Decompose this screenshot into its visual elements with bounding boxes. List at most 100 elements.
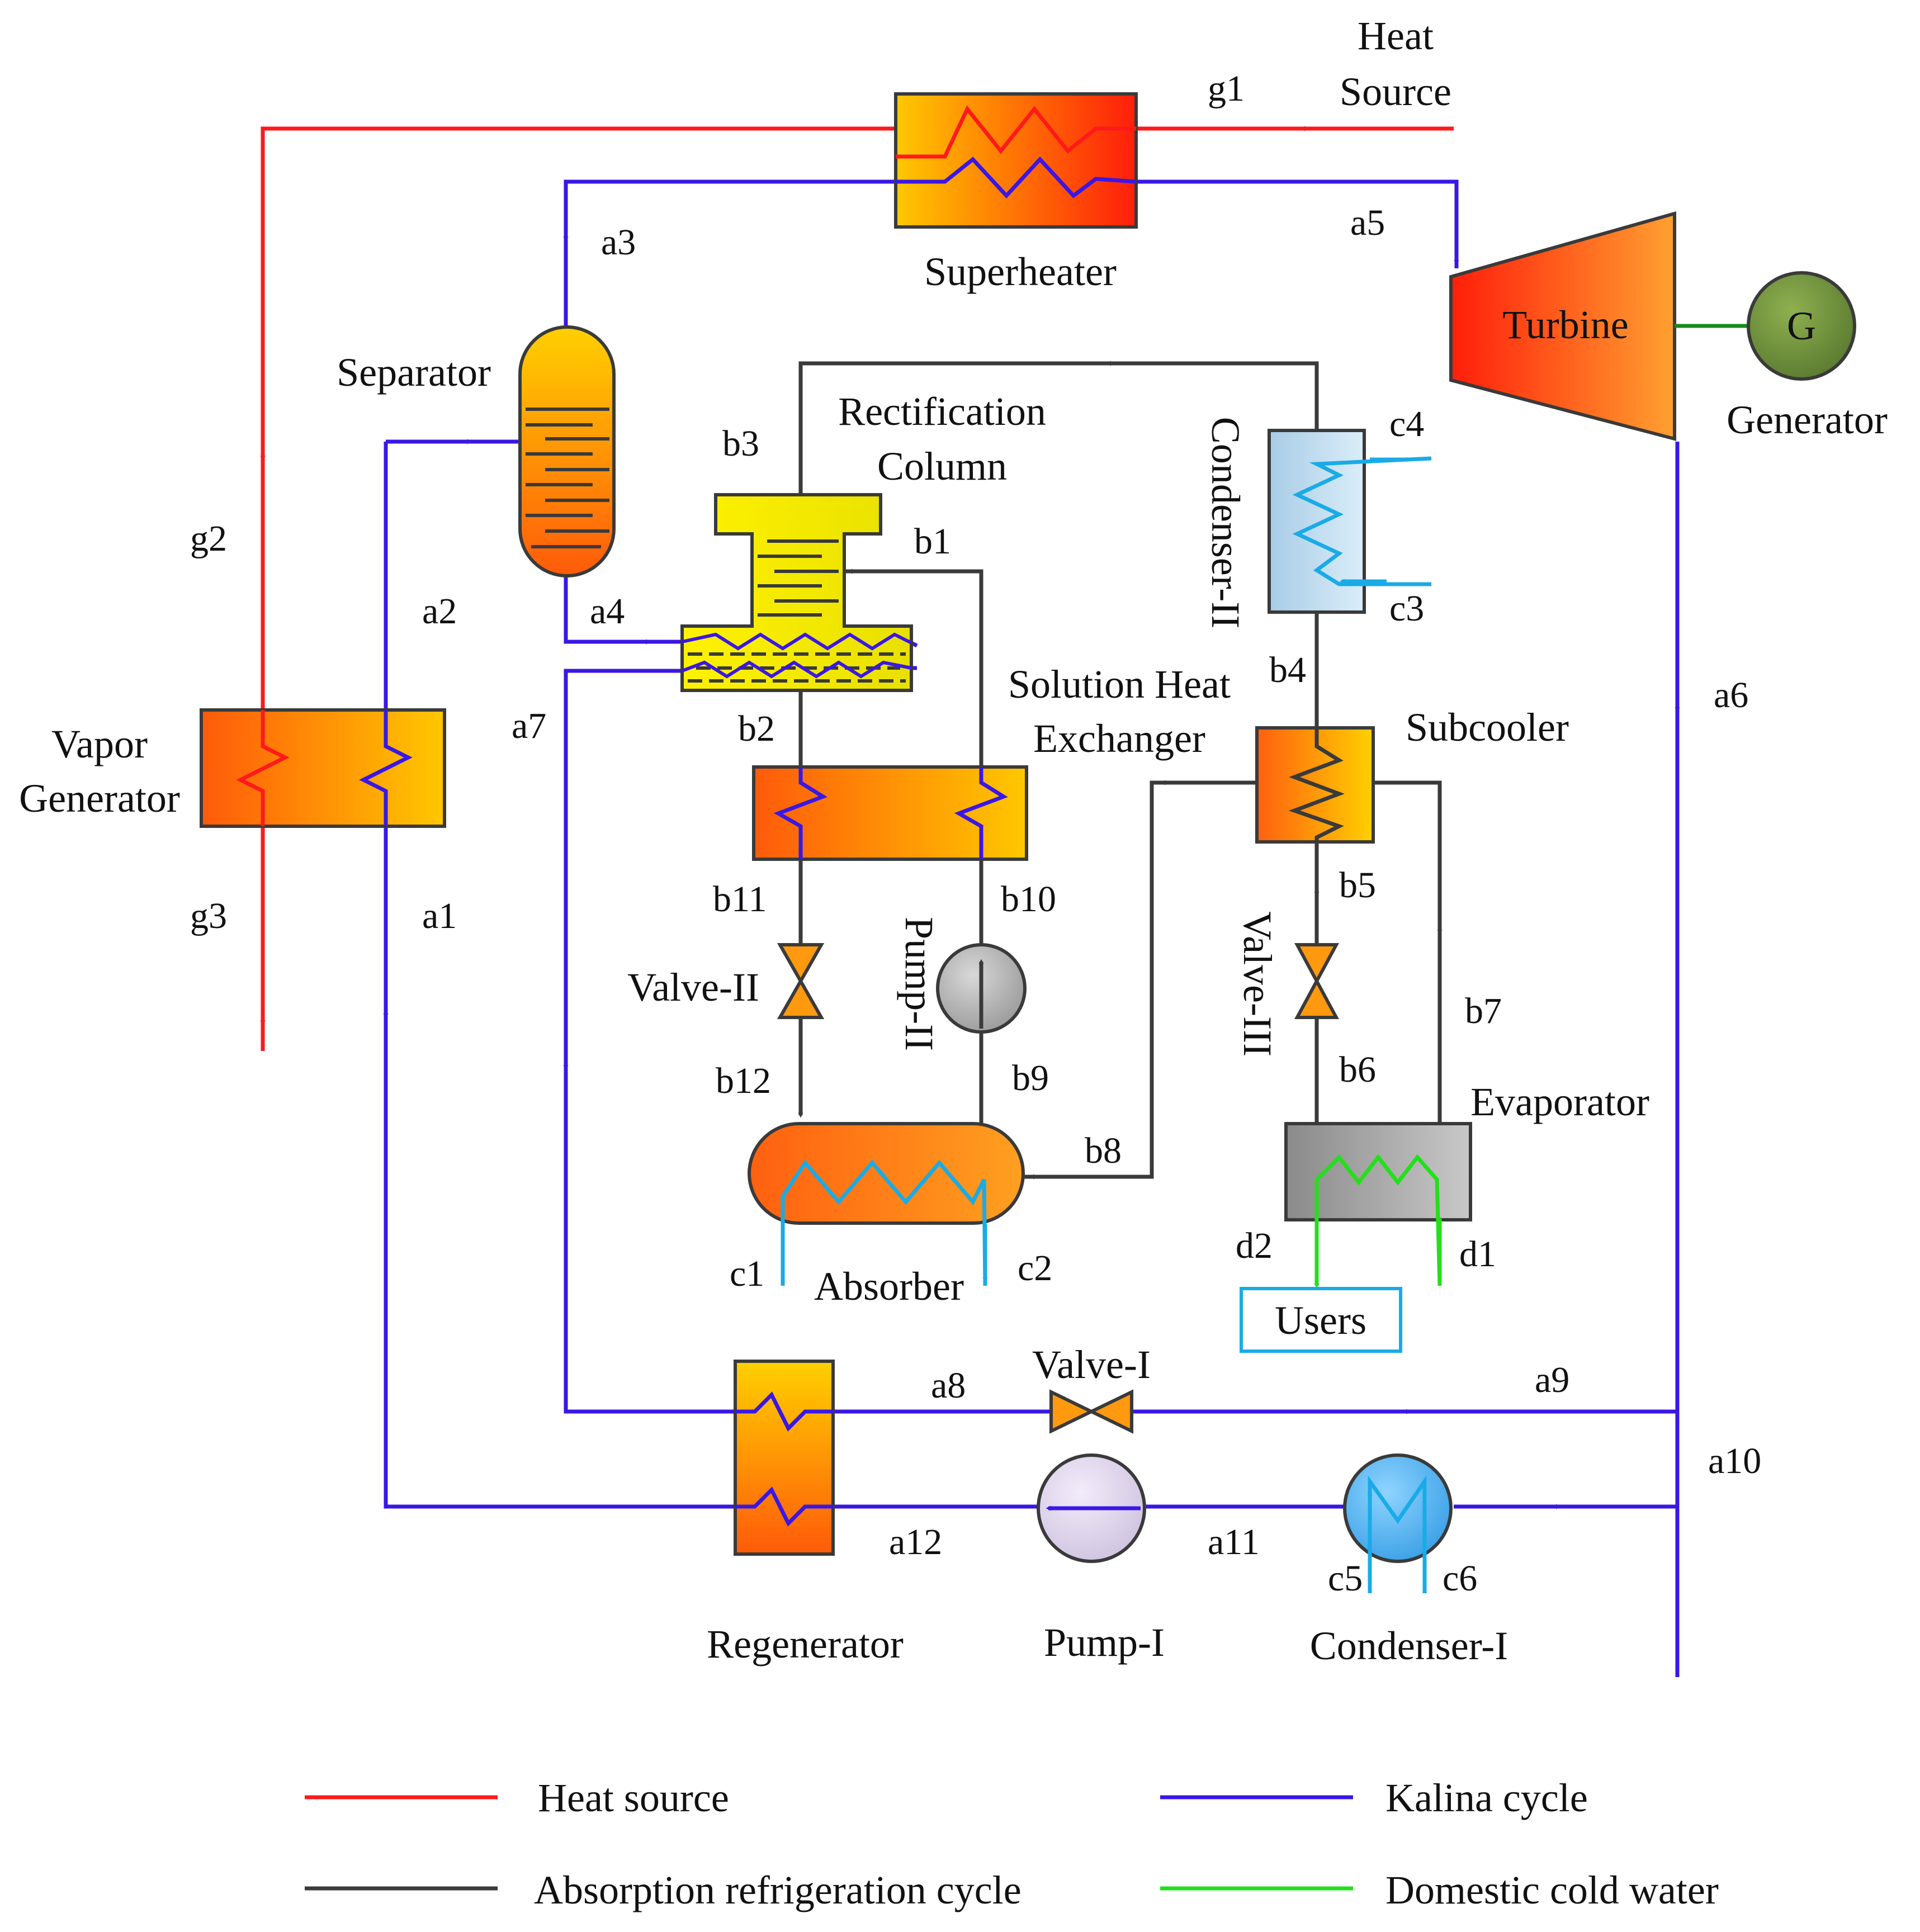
generator[interactable]	[1747, 271, 1856, 381]
label-valve-iii: Valve-III	[1235, 911, 1280, 1057]
rectification-column[interactable]	[680, 493, 913, 692]
valve-iii-bottom	[1294, 977, 1340, 1019]
condenser-i-body	[1343, 1453, 1453, 1563]
stream-a4: a4	[590, 591, 625, 632]
stream-a10: a10	[1708, 1441, 1761, 1481]
separator[interactable]	[518, 325, 616, 577]
label-generator-symbol: G	[1787, 304, 1816, 348]
pipe-b3	[798, 361, 1319, 495]
users-box[interactable]	[1240, 1287, 1402, 1353]
turbine[interactable]	[1449, 211, 1676, 441]
label-absorber: Absorber	[814, 1264, 964, 1309]
stream-c3: c3	[1389, 588, 1424, 629]
evaporator-coil	[1314, 1154, 1442, 1286]
pipe-a11-a12-a1	[384, 442, 1345, 1509]
vapor-generator-coil-kalina-inner	[359, 710, 413, 826]
stream-a3: a3	[601, 222, 636, 263]
regenerator-coil-hot	[735, 1391, 833, 1432]
label-heat-source-1: Heat	[1358, 13, 1434, 58]
stream-b12: b12	[716, 1060, 771, 1101]
valve-i-left	[1049, 1389, 1095, 1434]
stream-g1: g1	[1208, 68, 1245, 109]
stream-a11: a11	[1208, 1522, 1260, 1562]
stream-b1: b1	[914, 521, 951, 562]
solution-heat-exchanger[interactable]	[752, 765, 1028, 861]
stream-g3: g3	[190, 896, 227, 936]
label-valve-ii: Valve-II	[627, 965, 759, 1010]
stream-c5: c5	[1328, 1558, 1363, 1599]
pipe-a3	[564, 179, 895, 327]
superheater-body	[894, 92, 1138, 229]
vapor-generator[interactable]	[200, 708, 446, 828]
column-coil-1	[682, 632, 912, 651]
valve-iii[interactable]	[1294, 943, 1340, 1019]
legend-heat-source: Heat source	[538, 1775, 729, 1820]
evaporator[interactable]	[1284, 1122, 1472, 1289]
label-rectification-2: Column	[877, 444, 1007, 489]
condenser-ii-coil	[1292, 456, 1432, 586]
legend-absorption: Absorption refrigeration cycle	[534, 1868, 1022, 1912]
stream-a7: a7	[512, 705, 546, 746]
regenerator-body	[734, 1360, 835, 1556]
superheater-coil-heat	[896, 105, 1136, 159]
stream-g2: g2	[190, 518, 227, 559]
she-coil-weak	[954, 767, 1008, 859]
column-trays	[758, 539, 839, 617]
label-vapor-generator-2: Generator	[19, 776, 180, 821]
superheater[interactable]	[894, 92, 1138, 229]
label-superheater: Superheater	[924, 249, 1117, 294]
label-she-1: Solution Heat	[1008, 662, 1231, 707]
condenser-i[interactable]	[1343, 1453, 1453, 1593]
superheater-coil-kalina-inner	[896, 156, 1137, 199]
stream-a5: a5	[1350, 202, 1385, 243]
she-coil-strong	[773, 767, 827, 859]
stream-a1: a1	[422, 896, 457, 936]
label-vapor-generator-1: Vapor	[51, 722, 148, 766]
stream-a12: a12	[889, 1522, 942, 1562]
stream-a9: a9	[1535, 1360, 1569, 1400]
stream-b4: b4	[1269, 650, 1306, 690]
stream-a6: a6	[1714, 675, 1748, 716]
column-body	[680, 493, 913, 692]
pipe-b7	[1373, 780, 1442, 1124]
valve-ii[interactable]	[777, 943, 825, 1019]
valve-i-right	[1087, 1389, 1133, 1434]
separator-vessel	[518, 325, 616, 577]
label-turbine: Turbine	[1502, 302, 1628, 347]
stream-b9: b9	[1012, 1058, 1049, 1098]
stream-c4: c4	[1389, 404, 1424, 444]
regenerator-coil-cold	[735, 1486, 833, 1527]
vapor-generator-body	[200, 708, 446, 828]
label-condenser-i: Condenser-I	[1310, 1623, 1508, 1668]
regenerator[interactable]	[734, 1360, 835, 1556]
valve-i[interactable]	[1049, 1389, 1133, 1434]
turbine-body	[1449, 211, 1676, 441]
stream-b10: b10	[1001, 879, 1056, 920]
she-body	[752, 765, 1028, 861]
evaporator-body	[1284, 1122, 1472, 1221]
legend-kalina: Kalina cycle	[1385, 1775, 1588, 1820]
label-condenser-ii: Condenser-II	[1203, 417, 1248, 628]
users-box-frame	[1240, 1287, 1402, 1353]
pump-i[interactable]	[1037, 1453, 1146, 1563]
label-regenerator: Regenerator	[707, 1622, 904, 1666]
stream-a2: a2	[422, 591, 457, 632]
stream-c6: c6	[1443, 1558, 1477, 1599]
vapor-generator-coil-heat	[236, 710, 290, 826]
subcooler[interactable]	[1255, 726, 1375, 844]
stream-d2: d2	[1236, 1225, 1273, 1266]
column-coil-2	[681, 660, 912, 679]
label-users: Users	[1275, 1298, 1366, 1343]
stream-a8: a8	[931, 1365, 966, 1406]
stream-b11: b11	[713, 879, 767, 920]
label-valve-i: Valve-I	[1032, 1342, 1151, 1387]
stream-b8: b8	[1085, 1130, 1122, 1171]
condenser-ii[interactable]	[1268, 429, 1432, 614]
absorber-body	[748, 1122, 1025, 1225]
subcooler-coil-inner	[1288, 728, 1345, 842]
column-sump-liquid	[688, 652, 906, 683]
pump-ii[interactable]	[936, 943, 1027, 1034]
absorber[interactable]	[748, 1122, 1025, 1286]
stream-c1: c1	[730, 1253, 764, 1294]
